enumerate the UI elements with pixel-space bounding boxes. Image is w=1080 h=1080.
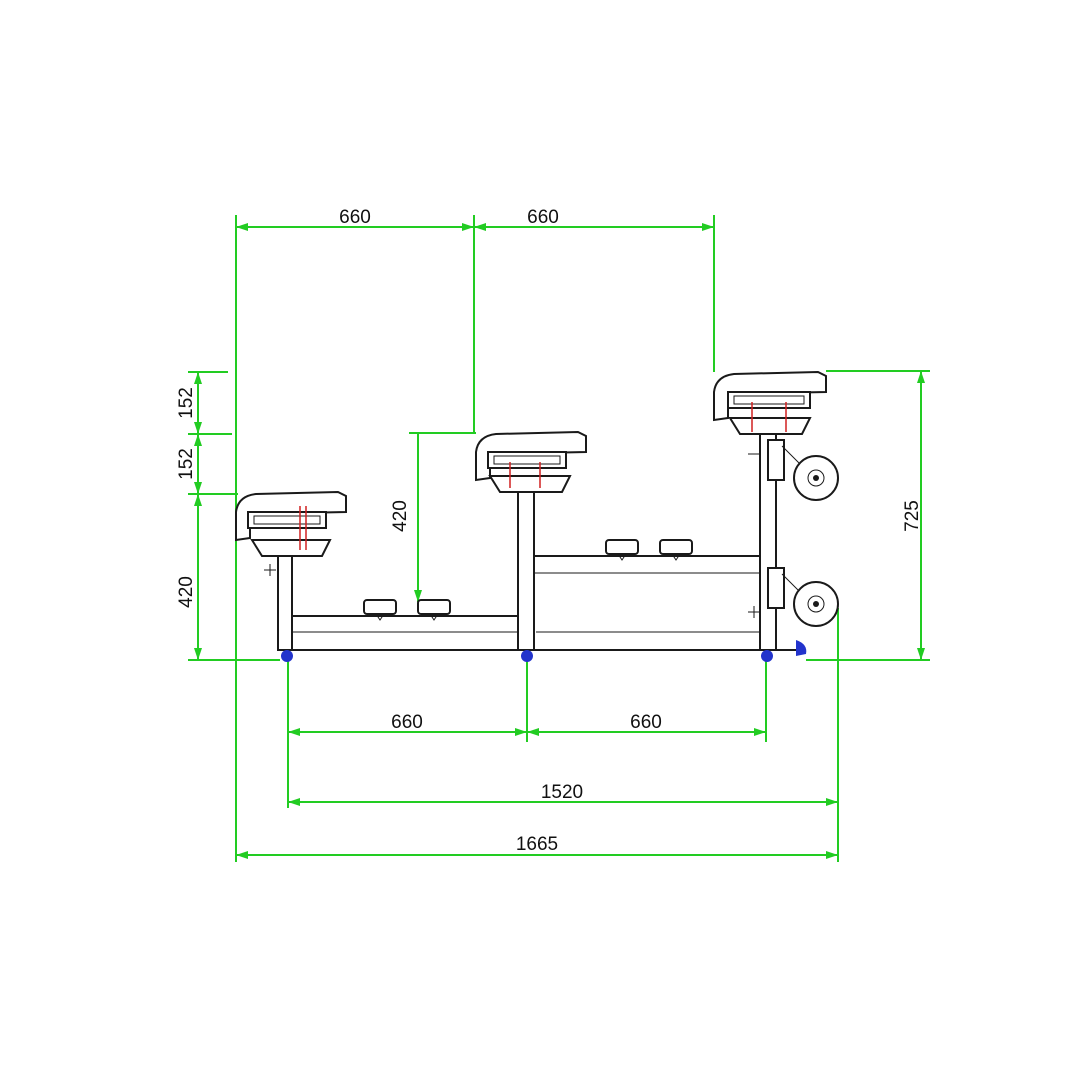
caster-wheel-upper — [767, 439, 839, 501]
caster-wheel-lower — [767, 567, 839, 627]
seat-unit-middle — [475, 430, 587, 493]
dim-wheelbase-1520: 1520 — [541, 782, 583, 803]
floor-feet — [281, 640, 807, 662]
dim-middle-420: 420 — [390, 500, 411, 532]
dim-left-upper-152: 152 — [176, 387, 197, 419]
dim-bottom-left-660: 660 — [391, 712, 423, 733]
foot-middle — [521, 650, 533, 662]
dim-top-left-660: 660 — [339, 207, 371, 228]
foot-left — [281, 650, 293, 662]
dim-left-base-420: 420 — [176, 576, 197, 608]
seat-unit-right — [713, 370, 827, 435]
dim-bottom-right-660: 660 — [630, 712, 662, 733]
foot-right — [761, 650, 773, 662]
dimension-labels: 660 660 152 152 420 420 725 660 660 1520… — [176, 207, 923, 855]
foot-pad-right-pair — [605, 539, 693, 561]
dim-overall-length-1665: 1665 — [516, 834, 558, 855]
dim-left-lower-152: 152 — [176, 448, 197, 480]
foot-end-cap — [796, 640, 807, 656]
dimension-lines — [188, 215, 930, 862]
dim-top-right-660: 660 — [527, 207, 559, 228]
seat-unit-left — [235, 490, 347, 557]
foot-pad-left-pair — [363, 599, 451, 621]
dim-overall-height-725: 725 — [902, 500, 923, 532]
